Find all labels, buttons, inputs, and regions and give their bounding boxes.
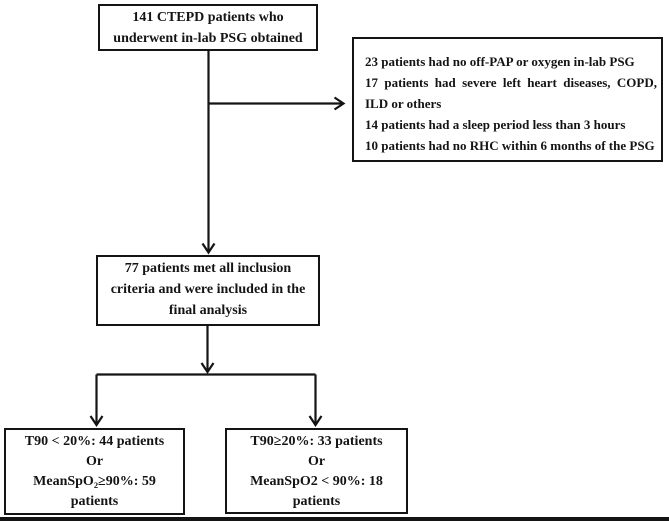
text-line: Or [85, 454, 104, 469]
box-outcome-t90-high: T90≥20%: 33 patients Or MeanSpO2 < 90%: … [225, 428, 408, 514]
arrow-split-to-t90-low [89, 374, 104, 427]
arrow-enrolled-to-included [201, 51, 216, 255]
text-line: 77 patients met all inclusion [124, 261, 292, 276]
text-line: criteria and were included in the [110, 282, 306, 297]
text-line: ILD or others [365, 96, 442, 111]
box-enrolled-patients: 141 CTEPD patients who underwent in-lab … [98, 4, 318, 51]
text-line: 141 CTEPD patients who [132, 10, 284, 25]
text-line: final analysis [168, 303, 248, 318]
text-line: 14 patients had a sleep period less than… [365, 117, 626, 132]
arrow-enrolled-to-exclusions [208, 96, 346, 111]
figure-bottom-rule [0, 517, 669, 521]
text-line: 10 patients had no RHC within 6 months o… [365, 138, 655, 153]
text-line: 17 patients had severe left heart diseas… [365, 75, 657, 90]
text-line: T90 < 20%: 44 patients [24, 434, 165, 449]
text-line: MeanSpO2 < 90%: 18 [250, 474, 383, 489]
text-line: Or [307, 454, 326, 469]
text-line: patients [292, 494, 341, 509]
text-line: underwent in-lab PSG obtained [113, 31, 303, 46]
text-line: 23 patients had no off-PAP or oxygen in-… [365, 54, 635, 69]
box-exclusion-criteria: 23 patients had no off-PAP or oxygen in-… [352, 37, 663, 162]
text-line: MeanSpO₂≥90%: 59 [33, 474, 156, 489]
arrow-included-to-split [200, 326, 215, 374]
box-outcome-t90-low: T90 < 20%: 44 patients Or MeanSpO₂≥90%: … [4, 428, 185, 515]
text-line: patients [70, 494, 119, 509]
arrow-split-to-t90-high [308, 374, 323, 427]
text-line: T90≥20%: 33 patients [250, 434, 383, 449]
box-included-patients: 77 patients met all inclusion criteria a… [96, 255, 320, 326]
